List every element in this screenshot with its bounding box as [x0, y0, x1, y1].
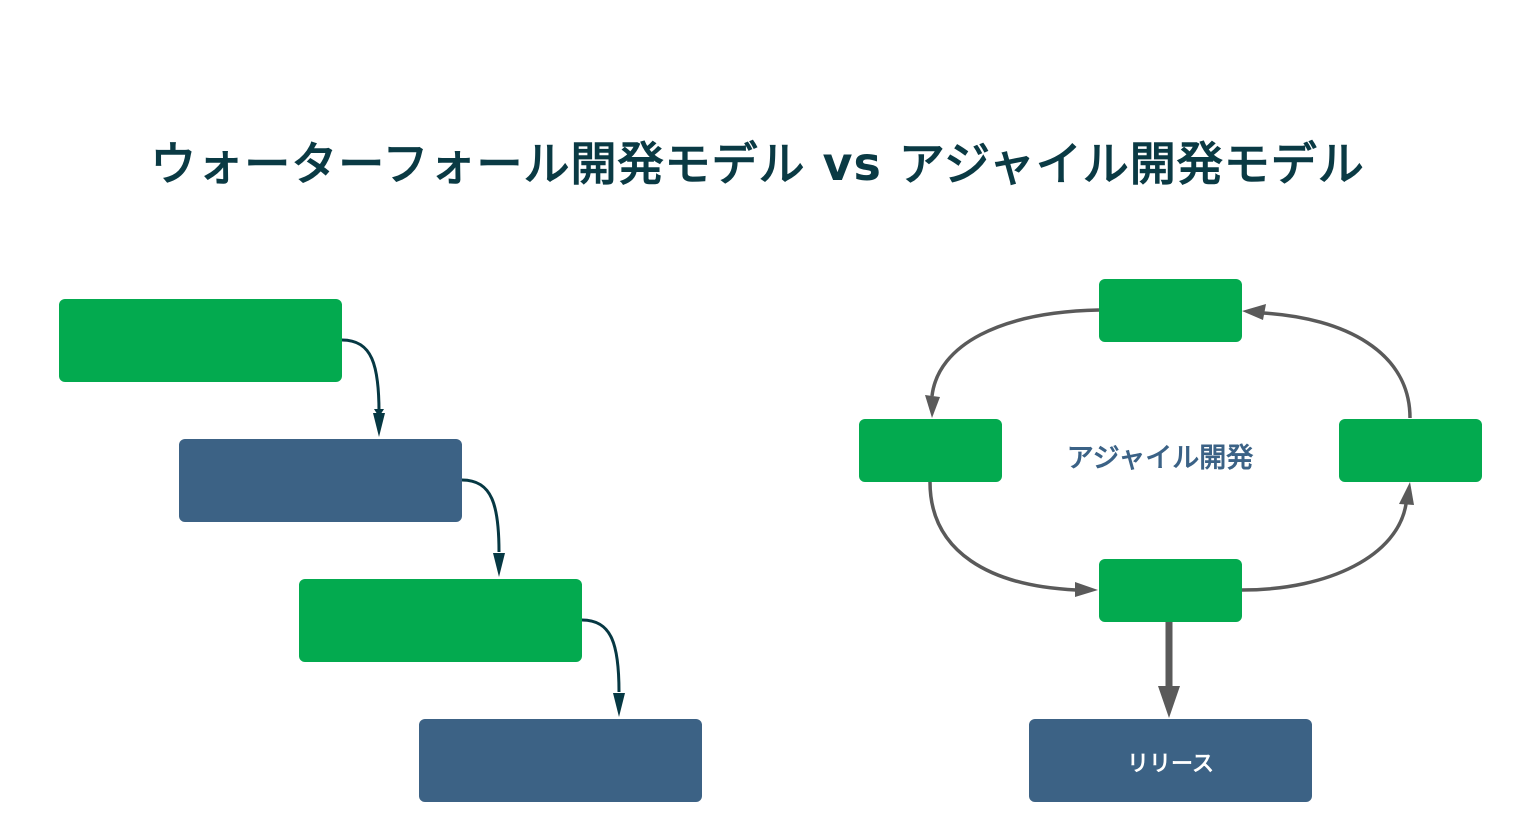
- agile-step-left: [859, 419, 1002, 482]
- agile-arrow-top-to-left: [930, 308, 1100, 397]
- release-box: [1029, 719, 1312, 802]
- waterfall-arrow-2: [461, 478, 501, 553]
- release-label: リリース: [1127, 752, 1214, 777]
- waterfall-step-2: [179, 439, 462, 522]
- agile-arrow-bottom-to-right-head: [1399, 482, 1414, 505]
- waterfall-diagram: [59, 299, 702, 802]
- agile-arrow-left-to-bottom: [928, 481, 1077, 592]
- waterfall-arrow-3: [581, 618, 621, 693]
- agile-arrow-left-to-bottom-head: [1075, 582, 1098, 597]
- waterfall-step-4: [419, 719, 702, 802]
- agile-step-bottom: [1099, 559, 1242, 622]
- waterfall-arrow-2-head: [493, 553, 505, 577]
- agile-arrow-right-to-top: [1262, 311, 1412, 419]
- agile-step-right: [1339, 419, 1482, 482]
- agile-arrow-right-to-top-head: [1242, 304, 1266, 320]
- agile-step-top: [1099, 279, 1242, 342]
- waterfall-step-3: [299, 579, 582, 662]
- page-title: ウォーターフォール開発モデル vs アジャイル開発モデル: [150, 137, 1365, 191]
- release-arrow-head: [1158, 686, 1180, 718]
- waterfall-step-1: [59, 299, 342, 382]
- waterfall-arrow-3-head: [613, 693, 625, 717]
- waterfall-arrow-1: [341, 338, 384, 417]
- agile-center-label: アジャイル開発: [1066, 443, 1254, 474]
- agile-diagram: [859, 279, 1482, 802]
- waterfall-arrow-1-head: [373, 413, 385, 437]
- agile-arrow-top-to-left-head: [925, 395, 940, 418]
- agile-arrow-bottom-to-right: [1241, 503, 1408, 592]
